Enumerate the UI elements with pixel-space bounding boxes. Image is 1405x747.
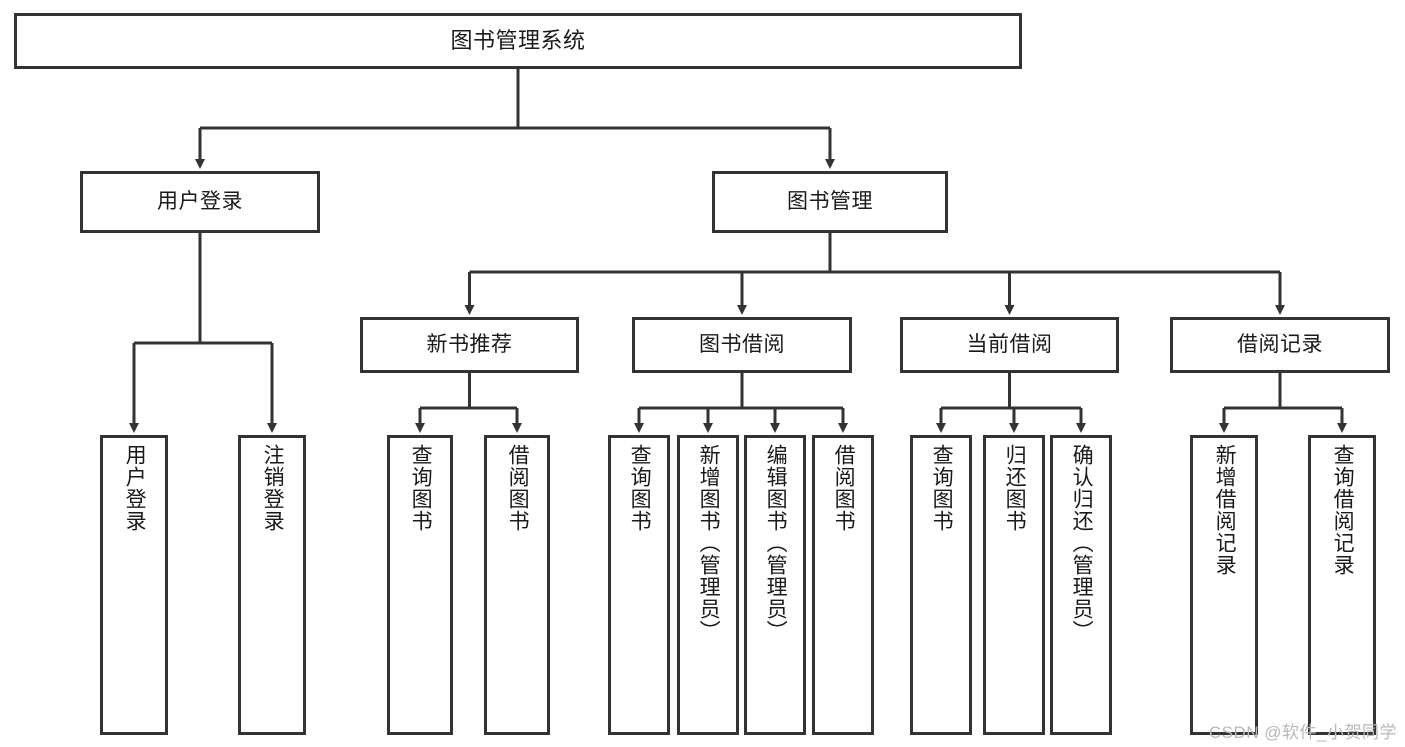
node-label: 用户登录	[123, 444, 147, 532]
node-label: 查询图书	[930, 444, 954, 532]
node-leaf-10[interactable]: 确认归还（管理员）	[1050, 435, 1112, 735]
node-label: 新书推荐	[426, 332, 513, 356]
node-leaf-5[interactable]: 新增图书（管理员）	[677, 435, 739, 735]
node-label: 新增借阅记录	[1213, 444, 1237, 576]
node-leaf-11[interactable]: 新增借阅记录	[1190, 435, 1258, 735]
node-level2-0[interactable]: 新书推荐	[360, 317, 579, 373]
node-leaf-2[interactable]: 查询图书	[387, 435, 453, 735]
node-leaf-9[interactable]: 归还图书	[983, 435, 1045, 735]
node-leaf-7[interactable]: 借阅图书	[812, 435, 874, 735]
node-label: 编辑图书（管理员）	[764, 444, 788, 642]
node-label: 图书管理	[787, 189, 873, 213]
node-label: 查询图书	[628, 444, 652, 532]
node-leaf-12[interactable]: 查询借阅记录	[1308, 435, 1376, 735]
node-leaf-3[interactable]: 借阅图书	[484, 435, 550, 735]
node-leaf-1[interactable]: 注销登录	[238, 435, 306, 735]
node-leaf-0[interactable]: 用户登录	[100, 435, 168, 735]
node-label: 新增图书（管理员）	[697, 444, 721, 642]
node-level1-1[interactable]: 图书管理	[712, 171, 948, 233]
node-label: 查询借阅记录	[1331, 444, 1355, 576]
node-leaf-6[interactable]: 编辑图书（管理员）	[744, 435, 806, 735]
node-level1-0[interactable]: 用户登录	[80, 171, 320, 233]
node-label: 用户登录	[157, 189, 243, 213]
node-level2-2[interactable]: 当前借阅	[900, 317, 1119, 373]
node-label: 借阅记录	[1237, 332, 1323, 356]
node-label: 借阅图书	[832, 444, 856, 532]
node-label: 图书借阅	[699, 332, 785, 356]
node-level2-1[interactable]: 图书借阅	[632, 317, 852, 373]
node-root[interactable]: 图书管理系统	[14, 13, 1022, 69]
node-label: 注销登录	[261, 444, 285, 532]
node-label: 当前借阅	[966, 332, 1053, 356]
node-label: 确认归还（管理员）	[1070, 444, 1094, 642]
node-leaf-8[interactable]: 查询图书	[910, 435, 972, 735]
node-label: 图书管理系统	[450, 28, 586, 54]
node-label: 借阅图书	[506, 444, 530, 532]
watermark: CSDN @软件_小贺同学	[1208, 723, 1397, 742]
node-leaf-4[interactable]: 查询图书	[608, 435, 670, 735]
node-label: 归还图书	[1003, 444, 1027, 532]
node-level2-3[interactable]: 借阅记录	[1170, 317, 1390, 373]
node-label: 查询图书	[409, 444, 433, 532]
